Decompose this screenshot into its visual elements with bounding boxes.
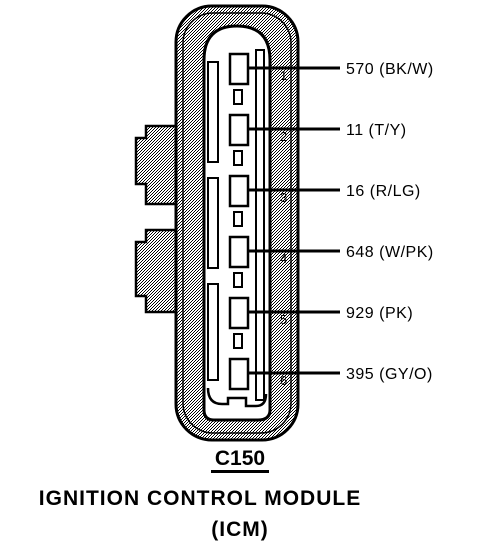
connector-id-text: C150 (210, 447, 270, 473)
connector-side-tab-upper (134, 124, 184, 206)
module-abbreviation: (ICM) (211, 518, 269, 541)
pin-circuit-label: 395 (GY/O) (346, 366, 433, 383)
pin-number: 3 (280, 190, 287, 205)
connector-housing-inner-edge (182, 12, 292, 434)
pin-terminal (228, 296, 250, 330)
pin-number: 4 (280, 251, 287, 266)
pin-circuit-label: 929 (PK) (346, 305, 413, 322)
pin-circuit-label: 570 (BK/W) (346, 61, 434, 78)
pin-number: 5 (280, 312, 287, 327)
pin-latch (233, 272, 243, 288)
pin-terminal (228, 52, 250, 86)
pins-layer: 1 570 (BK/W) 2 11 (T/Y) 3 16 (R/LG) 4 648 (W/PK… (228, 52, 434, 391)
cavity-bottom-key (206, 387, 268, 408)
connector-side-tab-lower (134, 228, 184, 314)
pin-circuit-label: 11 (T/Y) (346, 122, 407, 139)
pin-terminal (228, 174, 250, 208)
pin-latch (233, 89, 243, 105)
connector-id: C150 (0, 447, 480, 473)
pin-terminal (228, 357, 250, 391)
cavity-rails (207, 49, 265, 401)
pin-number: 2 (280, 129, 287, 144)
pin-latch (233, 211, 243, 227)
pin-circuit-label: 16 (R/LG) (346, 183, 421, 200)
pin-circuit-label: 648 (W/PK) (346, 244, 434, 261)
pin-terminal (228, 235, 250, 269)
pin-latch (233, 150, 243, 166)
pin-latch (233, 333, 243, 349)
pin-terminal (228, 113, 250, 147)
module-name: IGNITION CONTROL MODULE (38, 487, 362, 510)
pin-number: 6 (280, 373, 287, 388)
pin-number: 1 (280, 68, 287, 83)
